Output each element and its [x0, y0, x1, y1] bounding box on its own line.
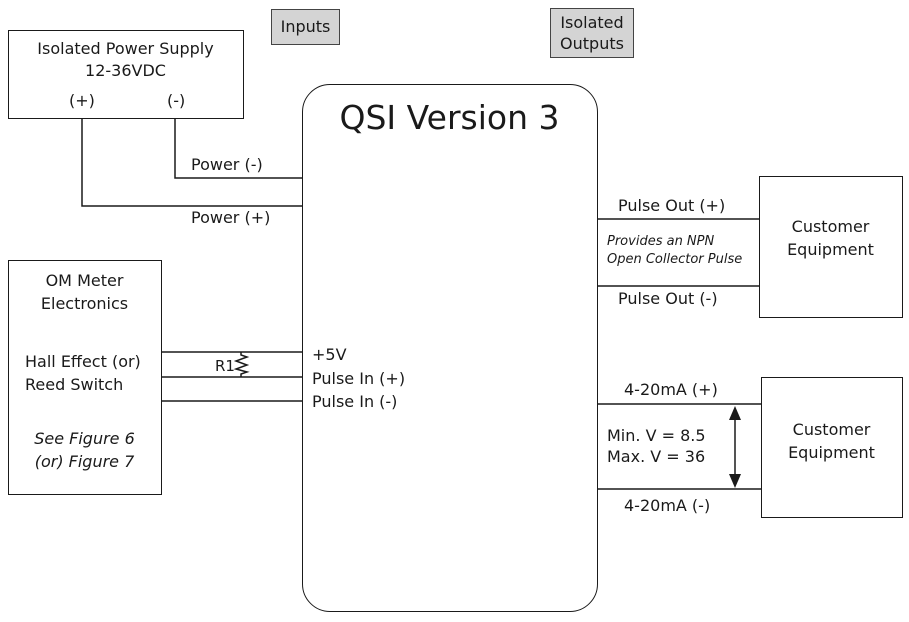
meter-figure-ref-line1: See Figure 6 — [34, 429, 135, 448]
customer2-line2: Equipment — [788, 443, 875, 462]
plus5v-label: +5V — [312, 345, 347, 364]
om-meter-box: OM Meter Electronics Hall Effect (or) Re… — [8, 260, 162, 495]
min-voltage-label: Min. V = 8.5 — [607, 426, 706, 445]
power-supply-minus-terminal: (-) — [167, 91, 186, 110]
npn-note-line2: Open Collector Pulse — [607, 252, 743, 267]
meter-title-line2: Electronics — [40, 294, 129, 313]
voltage-arrow-head-down — [729, 474, 741, 488]
power-plus-label: Power (+) — [191, 208, 271, 227]
customer2-line1: Customer — [792, 420, 871, 439]
meter-sensor-line2: Reed Switch — [25, 375, 124, 394]
customer1-line1: Customer — [791, 217, 870, 236]
power-supply-voltage: 12-36VDC — [85, 61, 166, 80]
power-supply-plus-terminal: (+) — [69, 91, 95, 110]
pulse-out-plus-label: Pulse Out (+) — [618, 196, 726, 215]
voltage-arrow-head-up — [729, 406, 741, 420]
inputs-tag-label: Inputs — [280, 17, 331, 36]
outputs-tag-line1: Isolated — [560, 13, 624, 32]
resistor-label: R1 — [215, 357, 235, 375]
max-voltage-label: Max. V = 36 — [607, 447, 706, 466]
isolated-outputs-tag: Isolated Outputs — [550, 8, 634, 58]
meter-sensor-line1: Hall Effect (or) — [25, 352, 141, 371]
qsi-title: QSI Version 3 — [339, 98, 560, 137]
power-minus-label: Power (-) — [191, 155, 263, 174]
meter-title-line1: OM Meter — [45, 271, 124, 290]
wire-power-minus — [174, 118, 303, 179]
inputs-tag: Inputs — [271, 9, 340, 45]
pulse-in-minus-label: Pulse In (-) — [312, 392, 398, 411]
customer-equipment-box-1: Customer Equipment — [759, 176, 903, 318]
pulse-in-plus-label: Pulse In (+) — [312, 369, 406, 388]
pulse-out-minus-label: Pulse Out (-) — [618, 289, 718, 308]
meter-figure-ref-line2: (or) Figure 7 — [34, 452, 135, 471]
qsi-module-box: QSI Version 3 — [302, 84, 598, 612]
ma-minus-label: 4-20mA (-) — [624, 496, 711, 515]
outputs-tag-line2: Outputs — [560, 34, 624, 53]
customer1-line2: Equipment — [787, 240, 874, 259]
ma-plus-label: 4-20mA (+) — [624, 380, 718, 399]
npn-note-line1: Provides an NPN — [607, 234, 715, 249]
customer-equipment-box-2: Customer Equipment — [761, 377, 903, 518]
resistor-symbol — [233, 352, 250, 377]
power-supply-title: Isolated Power Supply — [37, 39, 214, 58]
wire-power-plus — [81, 118, 303, 207]
power-supply-box: Isolated Power Supply 12-36VDC (+) (-) — [8, 30, 244, 119]
